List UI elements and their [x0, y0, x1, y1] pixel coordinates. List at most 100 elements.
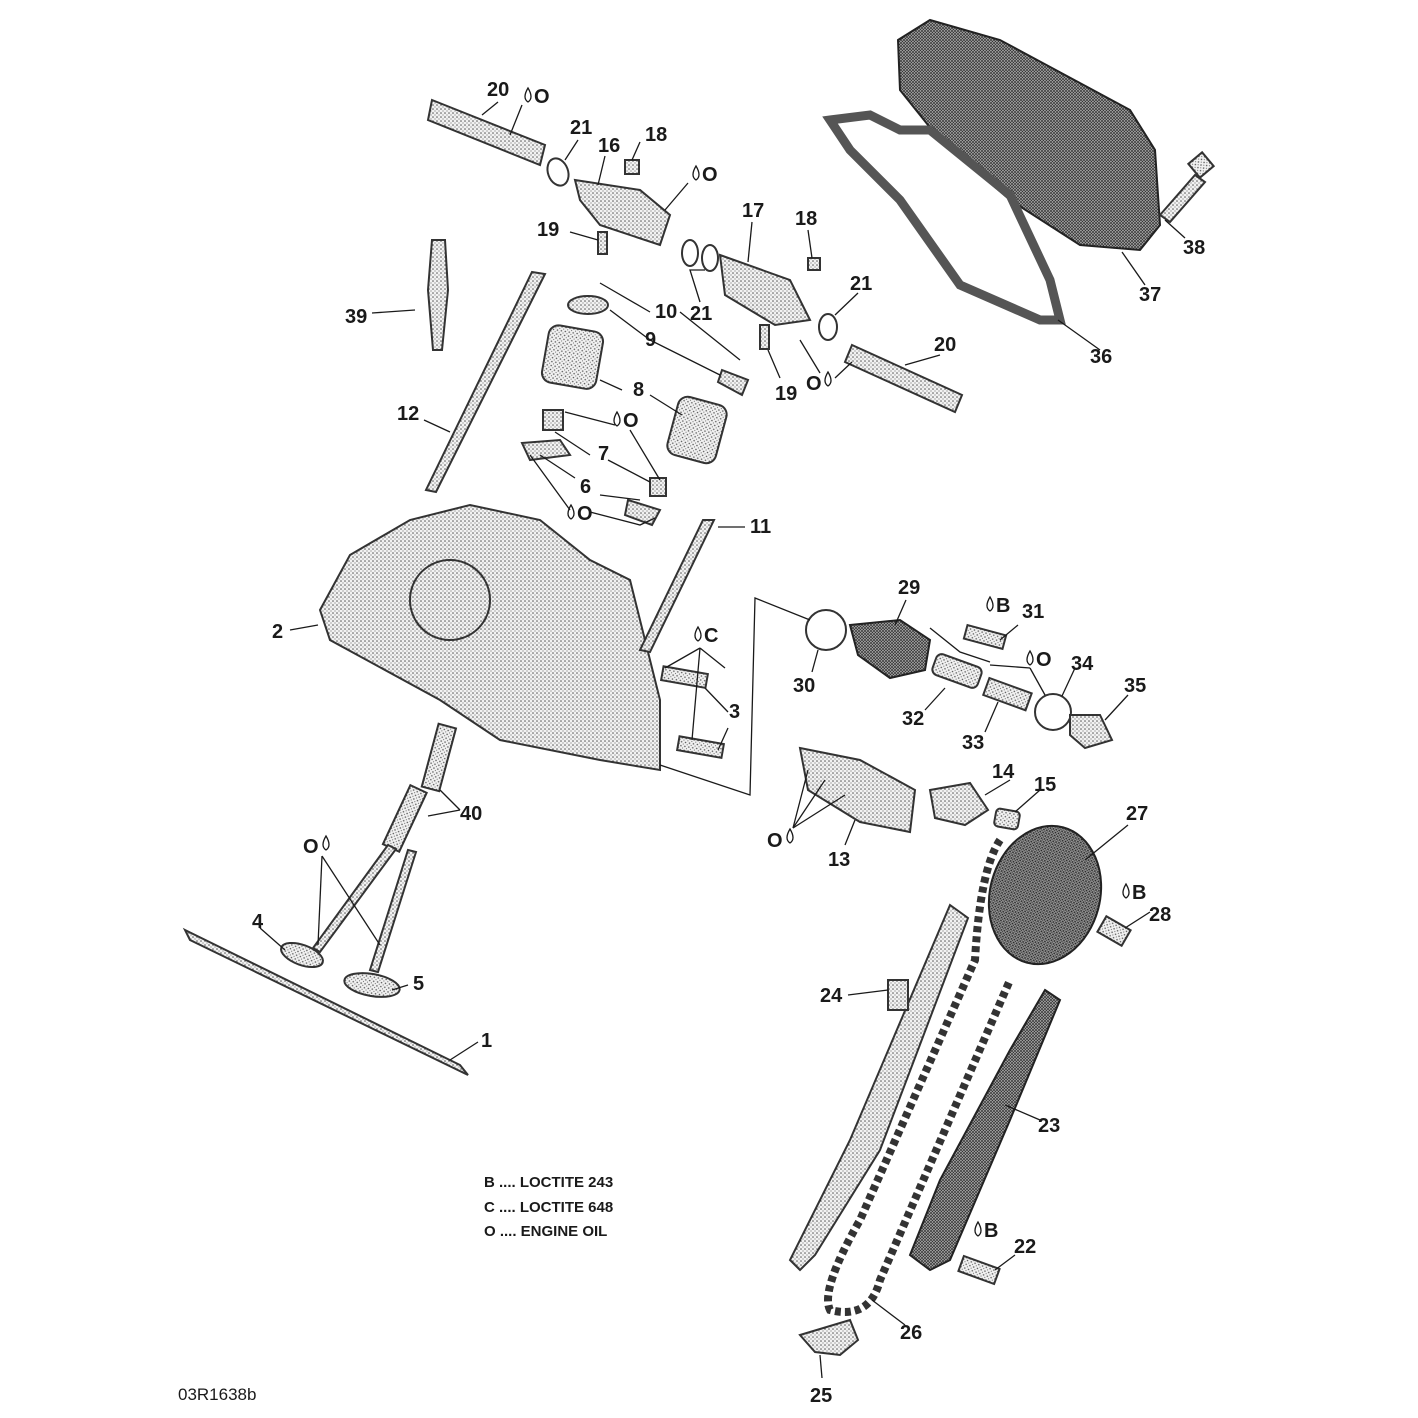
callout-12: 12 [397, 403, 419, 425]
dowel-pin-lower [675, 735, 726, 760]
drop-icon [524, 86, 532, 103]
svg-text:O: O [702, 164, 718, 186]
callout-36: 36 [1090, 346, 1112, 368]
valve-cotter-right [716, 368, 750, 397]
o-ring-30 [805, 609, 847, 651]
valve-stem-seal-left [542, 409, 564, 431]
o-ring-34 [1034, 693, 1072, 731]
drop-icon [824, 370, 832, 387]
callout-20-right: 20 [934, 334, 956, 356]
callout-21-upper: 21 [570, 117, 592, 139]
cylinder-head-stud-long [424, 270, 547, 494]
bolt-15 [993, 807, 1021, 831]
valve-retainer-left [567, 295, 609, 315]
callout-1: 1 [481, 1030, 492, 1052]
callout-17: 17 [742, 200, 764, 222]
svg-text:O: O [534, 86, 550, 108]
plug-35 [1069, 714, 1114, 750]
adjuster-nut-left [624, 159, 640, 175]
oil-mark-8: O [303, 834, 330, 858]
callout-20-upper: 20 [487, 79, 509, 101]
callout-18-right: 18 [795, 208, 817, 230]
drop-icon [986, 595, 994, 612]
drop-icon [567, 503, 575, 520]
legend-engine-oil: O .... ENGINE OIL [484, 1223, 607, 1240]
o-ring-right [818, 313, 838, 341]
loctite-243-mark-1: B [986, 595, 1010, 617]
valve-guide-upper [420, 722, 458, 793]
callout-39: 39 [345, 306, 367, 328]
callout-32: 32 [902, 708, 924, 730]
drop-icon [1122, 882, 1130, 899]
bolt-22 [957, 1254, 1001, 1286]
callout-30: 30 [793, 675, 815, 697]
callout-24: 24 [820, 985, 843, 1007]
valve-spring-right [666, 395, 728, 465]
callout-3: 3 [729, 701, 740, 723]
adjuster-screw-left [597, 231, 608, 255]
callout-22: 22 [1014, 1236, 1036, 1258]
diagram-reference-code: 03R1638b [178, 1385, 256, 1404]
oil-mark-4: O [613, 410, 639, 432]
rocker-arm-right [718, 253, 812, 327]
svg-text:O: O [577, 503, 593, 525]
svg-text:O: O [767, 830, 783, 852]
callout-21-right: 21 [850, 273, 872, 295]
bolt-28 [1096, 914, 1132, 948]
head-gasket [182, 927, 469, 1076]
valve-exhaust-head [343, 972, 401, 998]
callout-40: 40 [460, 803, 482, 825]
oil-mark-3: O [806, 370, 832, 395]
loctite-243-mark-2: B [1122, 882, 1146, 904]
callout-35: 35 [1124, 675, 1146, 697]
cylinder-head-stud-short [638, 519, 716, 654]
callout-10: 10 [655, 301, 677, 323]
drop-icon [694, 625, 702, 642]
callout-26: 26 [900, 1322, 922, 1344]
head-bore [409, 559, 491, 641]
callout-19-right: 19 [775, 383, 797, 405]
fluid-marks: O O O O O O O O [303, 86, 1146, 1242]
oil-mark-2: O [692, 164, 718, 186]
oil-mark-1: O [524, 86, 550, 108]
callout-21-mid: 21 [690, 303, 712, 325]
callout-25: 25 [810, 1385, 832, 1407]
callout-29: 29 [898, 577, 920, 599]
guide-bracket-24 [887, 979, 909, 1011]
plug-32 [931, 653, 983, 689]
callout-2: 2 [272, 621, 283, 643]
callout-13: 13 [828, 849, 850, 871]
callout-38: 38 [1183, 237, 1205, 259]
drop-icon [613, 410, 621, 427]
callout-6: 6 [580, 476, 591, 498]
housing-29 [848, 618, 932, 680]
cover-bolt [1158, 173, 1207, 224]
valve-intake [311, 843, 398, 954]
callout-23: 23 [1038, 1115, 1060, 1137]
callout-11: 11 [750, 516, 771, 538]
dowel-pin-upper [659, 665, 710, 690]
svg-text:O: O [806, 373, 822, 395]
callout-28: 28 [1149, 904, 1171, 926]
cover-gasket [822, 110, 1066, 325]
callout-34: 34 [1071, 653, 1094, 675]
drop-icon [322, 834, 330, 851]
svg-text:B: B [1132, 882, 1146, 904]
o-ring-mid-b [701, 244, 719, 272]
drop-icon [974, 1220, 982, 1237]
cylinder-head [318, 503, 661, 772]
legend: B .... LOCTITE 243 C .... LOCTITE 648 O … [484, 1174, 613, 1240]
legend-loctite-648: C .... LOCTITE 648 [484, 1199, 613, 1216]
cam-gear-key-14 [928, 781, 990, 827]
oil-mark-5: O [567, 503, 593, 525]
callout-16: 16 [598, 135, 620, 157]
callout-19-left: 19 [537, 219, 559, 241]
adjuster-nut-right [807, 257, 821, 271]
loctite-243-mark-3: B [974, 1220, 998, 1242]
spring-washer-right [623, 498, 662, 527]
legend-loctite-243: B .... LOCTITE 243 [484, 1174, 613, 1191]
adjuster-screw-right [759, 324, 770, 350]
timing-chain [824, 837, 1014, 1316]
drop-icon [692, 164, 700, 181]
